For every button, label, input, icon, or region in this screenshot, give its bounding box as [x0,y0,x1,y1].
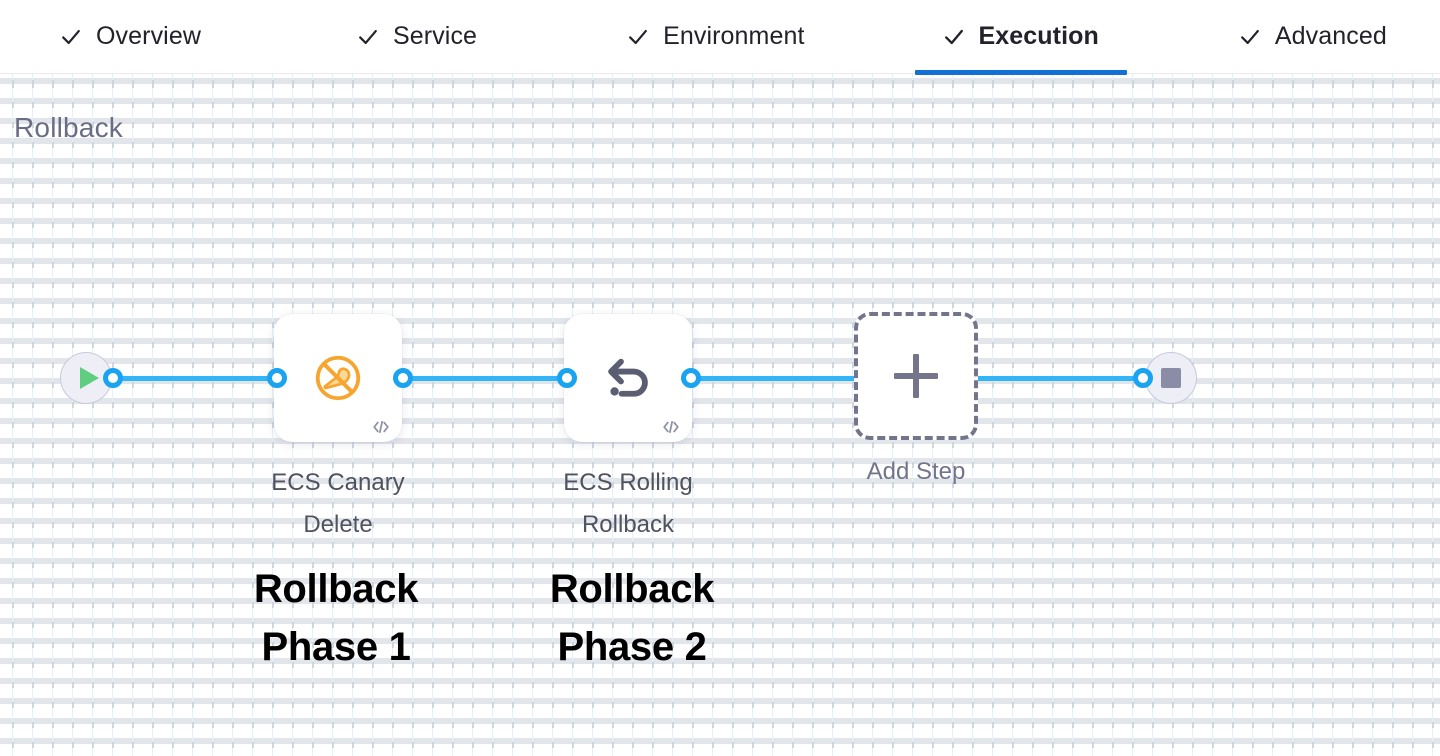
connector-add-step-to-end [970,376,1148,381]
check-icon [1239,26,1261,48]
pipeline-canvas[interactable]: Rollback [0,74,1440,756]
step-label-ecs-rolling-rollback: ECS Rolling Rollback [523,462,733,546]
connector-step1-to-step2 [396,376,572,381]
step-label-line2: Rollback [581,511,675,538]
page-title: Rollback [14,112,123,143]
tab-label: Execution [978,22,1099,50]
step-label-ecs-canary-delete: ECS Canary Delete [233,462,443,546]
port-step1-output[interactable] [393,368,413,388]
pipeline-end-node[interactable] [1145,352,1197,404]
step-node-ecs-rolling-rollback[interactable] [564,314,692,442]
add-step-button[interactable] [854,312,978,440]
tab-label: Overview [96,22,201,50]
step-node-ecs-canary-delete[interactable] [274,314,402,442]
annotation-rollback-phase-1: Rollback Phase 1 [186,560,486,676]
annotation-line2: Phase 1 [261,625,411,669]
rollback-arrow-icon [599,349,657,407]
tab-service[interactable]: Service [327,0,507,74]
code-icon[interactable] [660,418,682,436]
play-icon [79,367,99,389]
add-step-label: Add Step [866,458,966,485]
port-end-input[interactable] [1133,368,1153,388]
tab-environment[interactable]: Environment [597,0,834,74]
port-step2-input[interactable] [557,368,577,388]
step-label-line1: ECS Canary [271,469,405,496]
annotation-line1: Rollback [549,567,715,611]
port-step2-output[interactable] [681,368,701,388]
annotation-line1: Rollback [253,567,419,611]
tab-label: Advanced [1274,22,1387,50]
check-icon [943,26,965,48]
port-start-output[interactable] [103,368,123,388]
plus-icon [894,354,938,398]
tab-label: Service [393,22,478,50]
connector-start-to-step1 [106,376,282,381]
step-label-line1: ECS Rolling [563,469,693,496]
tab-overview[interactable]: Overview [30,0,231,74]
stop-icon [1161,368,1181,388]
tab-label: Environment [663,22,805,50]
pipeline-tab-bar: Overview Service Environment Execution A [0,0,1440,75]
tab-advanced[interactable]: Advanced [1209,0,1417,74]
annotation-line2: Phase 2 [557,625,707,669]
connector-step2-to-add-step [686,376,868,381]
step-label-line2: Delete [303,511,373,538]
check-icon [60,26,82,48]
check-icon [627,26,649,48]
code-icon[interactable] [370,418,392,436]
annotation-rollback-phase-2: Rollback Phase 2 [482,560,782,676]
port-step1-input[interactable] [267,368,287,388]
check-icon [357,26,379,48]
execution-flow-graph: Add Step ECS Canary Delete ECS Rolling R… [0,74,1440,756]
ecs-canary-delete-icon [309,349,367,407]
tab-execution[interactable]: Execution [913,0,1129,75]
